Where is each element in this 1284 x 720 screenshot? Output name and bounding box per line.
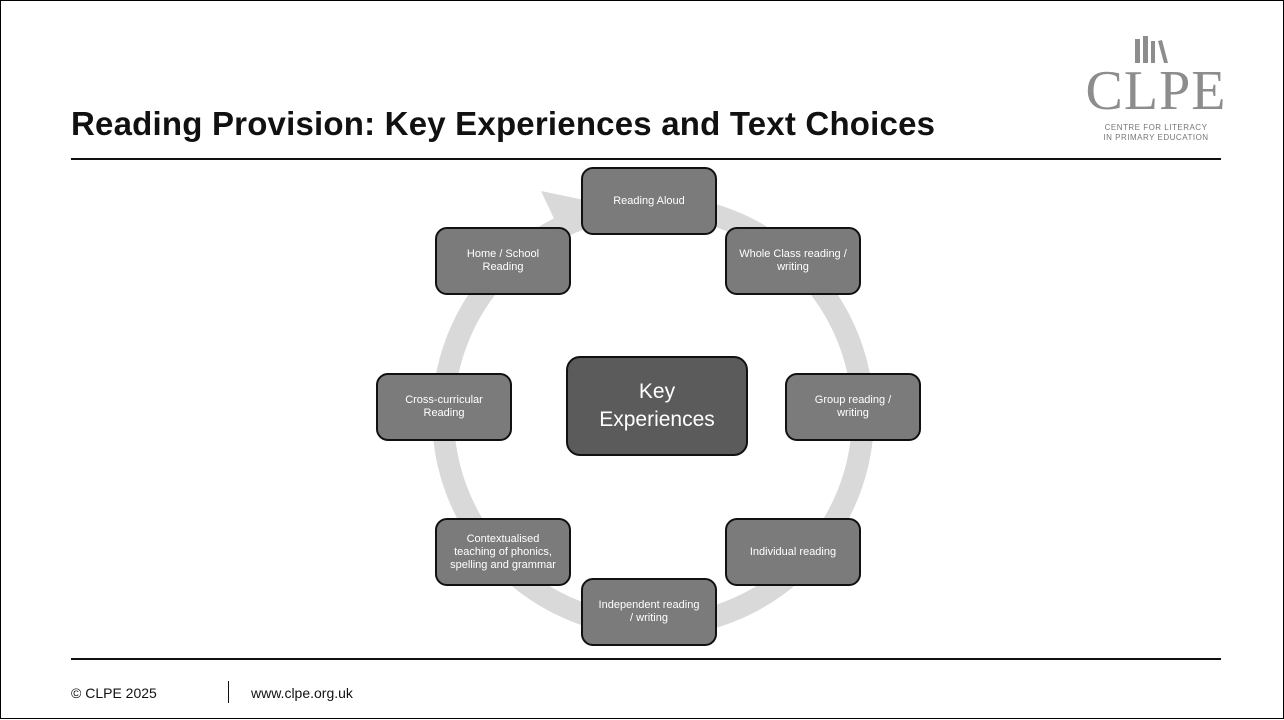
node-reading-aloud: Reading Aloud (581, 167, 717, 235)
top-divider (71, 158, 1221, 160)
slide-title: Reading Provision: Key Experiences and T… (71, 105, 936, 142)
books-icon (1135, 36, 1168, 63)
clpe-logo: CLPE CENTRE FOR LITERACY IN PRIMARY EDUC… (1081, 35, 1231, 155)
logo-subline-2: IN PRIMARY EDUCATION (1103, 133, 1209, 142)
bottom-divider (71, 658, 1221, 660)
node-independent-reading: Independent reading/ writing (581, 578, 717, 646)
logo-subline-1: CENTRE FOR LITERACY (1104, 123, 1208, 132)
footer-copyright: © CLPE 2025 (71, 685, 157, 701)
logo-wordmark: CLPE (1085, 60, 1227, 122)
node-key-experiences: Key Experiences (566, 356, 748, 456)
footer-url[interactable]: www.clpe.org.uk (251, 685, 353, 701)
cycle-arrowhead (541, 191, 589, 225)
node-whole-class: Whole Class reading /writing (725, 227, 861, 295)
footer-separator (228, 681, 229, 703)
node-individual-reading: Individual reading (725, 518, 861, 586)
node-group-reading: Group reading /writing (785, 373, 921, 441)
